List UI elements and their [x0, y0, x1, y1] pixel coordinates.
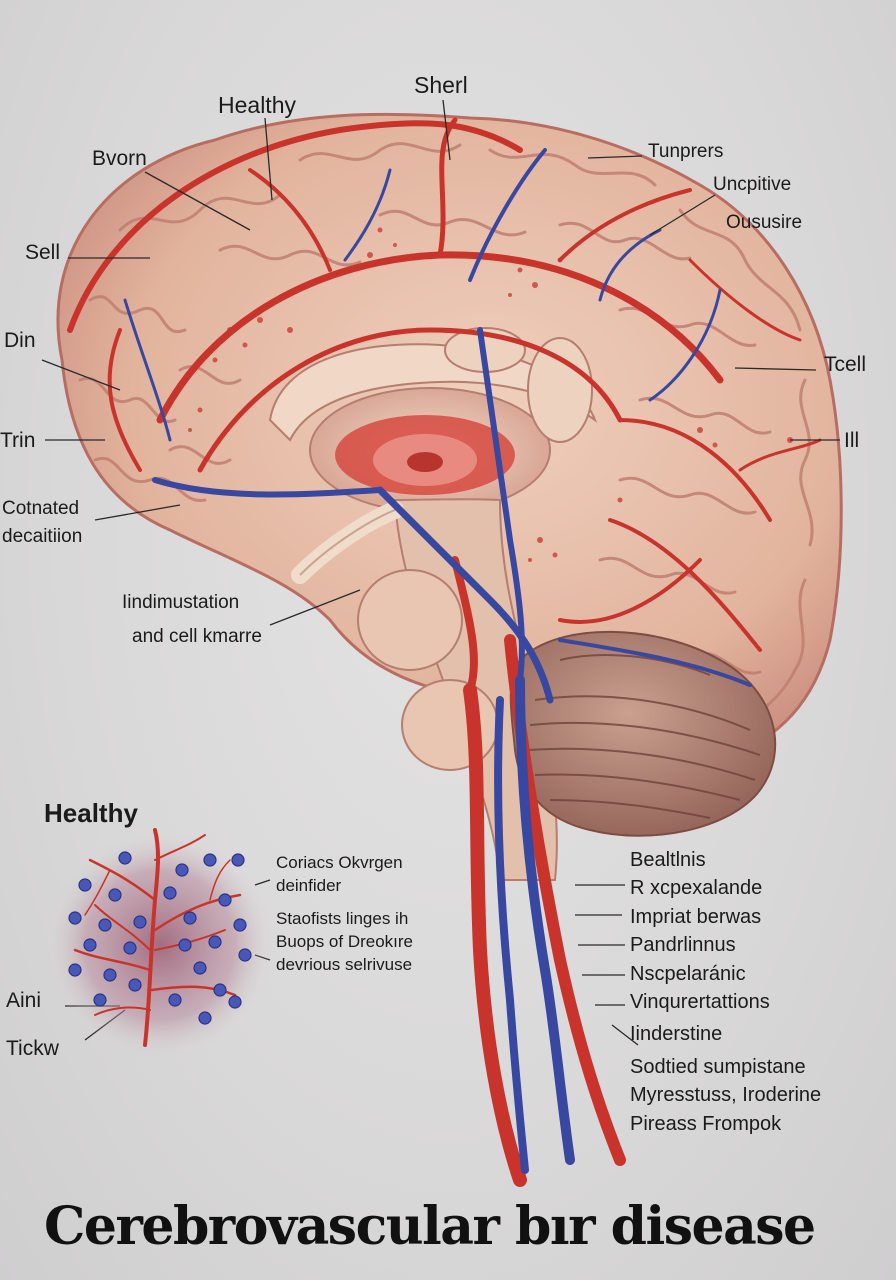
caption-line-1: Iindimustation [122, 592, 239, 615]
label-ill: Ill [844, 428, 859, 453]
label-sell: Sell [25, 240, 60, 265]
caption-line-2: and cell kmarre [132, 626, 262, 649]
label-cotnated: Cotnated [2, 498, 79, 521]
label-bvorn: Bvorn [92, 146, 147, 171]
inset-heading: Healthy [44, 798, 138, 829]
list-item: Pireass Frompok [630, 1110, 821, 1138]
list-item: Bealtlnis [630, 846, 821, 874]
list-item: Iinderstine [630, 1020, 821, 1048]
list-item: Myresstuss, Iroderine [630, 1081, 821, 1109]
list-item: Vinqurertattions [630, 988, 821, 1016]
label-trin: Trin [0, 428, 35, 453]
label-din: Din [4, 328, 36, 353]
list-item: Sodtied sumpistane [630, 1053, 821, 1081]
inset-notes: Coriacs Okvrgen deinfider Stаofists ling… [276, 852, 413, 977]
inset-note: Stаofists linges ih [276, 908, 413, 931]
label-decaitiion: decaitiion [2, 526, 82, 549]
label-healthy-top: Healthy [218, 92, 296, 120]
label-uncpitive: Uncpitive [713, 174, 791, 197]
inset-note: Buops of Dreokıre [276, 931, 413, 954]
list-item: Impriat berwas [630, 903, 821, 931]
inset-note: Coriacs Okvrgen [276, 852, 413, 875]
label-tunprers: Tunprers [648, 141, 723, 164]
page-title: Cerebrovascular bır disease [44, 1196, 815, 1257]
label-sherl: Sherl [414, 72, 468, 100]
inset-label-aini: Aini [6, 988, 41, 1013]
label-tcell: Tcell [824, 352, 866, 377]
inset-note: deinfider [276, 875, 413, 898]
right-annotation-list: Bealtlnis R xcpexalande Impriat berwas P… [630, 846, 821, 1138]
list-item: Nscpelaránic [630, 960, 821, 988]
inset-label-tickw: Tickw [6, 1036, 59, 1061]
list-item: Pandrlinnus [630, 931, 821, 959]
inset-note: devrious selrivuse [276, 954, 413, 977]
label-ousustre: Oususire [726, 212, 802, 235]
inset-capillary-diagram [45, 830, 275, 1060]
list-item: R xcpexalande [630, 874, 821, 902]
